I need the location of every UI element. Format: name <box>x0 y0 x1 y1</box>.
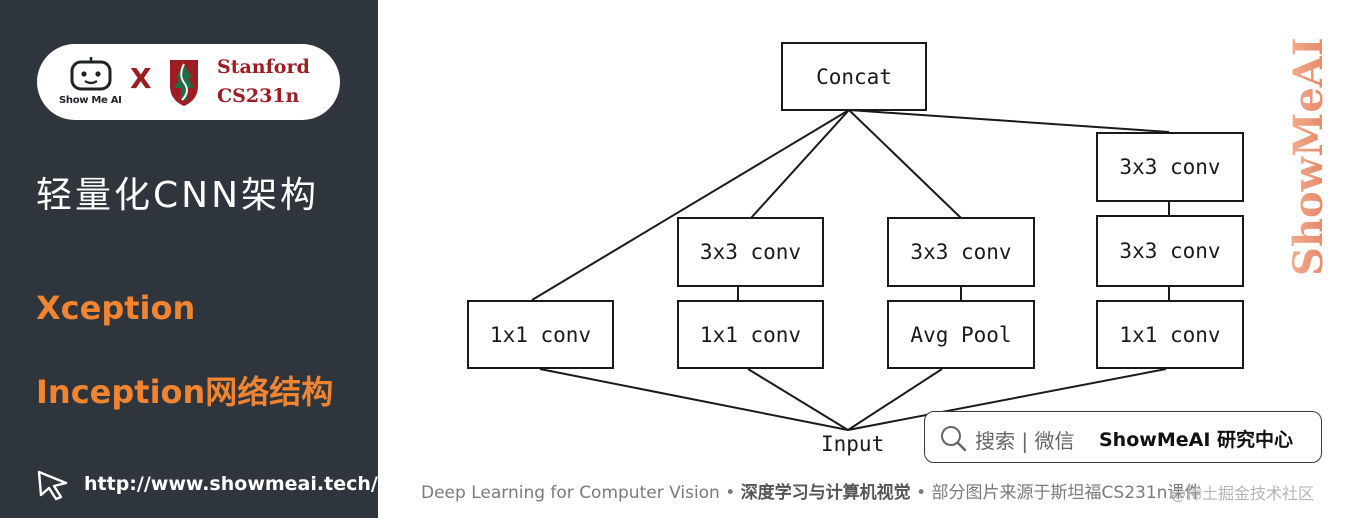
search-brand-label: ShowMeAI 研究中心 <box>1099 429 1293 451</box>
footer-separator: • <box>910 483 932 503</box>
footer-separator: • <box>719 483 741 503</box>
juejin-credit: @稀土掘金技术社区 <box>1170 484 1315 503</box>
inception-diagram <box>531 109 1170 431</box>
node-1x1-conv-a: 1x1 conv <box>467 300 614 369</box>
search-icon <box>941 426 967 452</box>
showmeai-watermark: ShowMeAI <box>1288 38 1332 276</box>
edge-1x1a-input <box>539 368 849 431</box>
topic-xception: Xception <box>36 289 196 327</box>
edge-concat-3x3b <box>750 109 850 219</box>
wechat-search-box[interactable]: 搜索 | 微信 ShowMeAI 研究中心 <box>924 411 1322 463</box>
brand-badge: Show Me AI X Stanford CS231n <box>37 44 340 120</box>
node-3x3-conv-b: 3x3 conv <box>677 217 824 287</box>
node-1x1-conv-b: 1x1 conv <box>677 300 824 369</box>
search-placeholder: 搜索 | 微信 <box>975 429 1075 453</box>
edge-concat-1x1a <box>531 109 850 301</box>
stanford-label: Stanford <box>217 56 310 78</box>
node-3x3-conv-d2: 3x3 conv <box>1096 215 1244 287</box>
node-3x3-conv-d1: 3x3 conv <box>1096 132 1244 202</box>
sidebar-panel: Show Me AI X Stanford CS231n 轻量化CNN架构 Xc… <box>0 0 378 518</box>
section-title: 轻量化CNN架构 <box>36 175 319 216</box>
node-3x3-conv-c: 3x3 conv <box>887 217 1035 287</box>
footer-caption: Deep Learning for Computer Vision • 深度学习… <box>421 478 1201 503</box>
stanford-tree-icon <box>170 60 198 106</box>
footer-source-note: 部分图片来源于斯坦福CS231n课件 <box>931 483 1202 503</box>
edge-1x1d-input <box>847 368 1167 431</box>
topic-inception: Inception网络结构 <box>36 373 334 411</box>
node-concat: Concat <box>781 42 927 111</box>
node-input: Input <box>821 432 885 456</box>
node-avg-pool: Avg Pool <box>887 300 1035 369</box>
edge-1x1b-input <box>747 368 849 431</box>
robot-logo-icon <box>70 57 112 91</box>
course-label: CS231n <box>217 85 300 107</box>
website-link[interactable]: http://www.showmeai.tech/ <box>84 473 378 495</box>
node-1x1-conv-d: 1x1 conv <box>1096 300 1244 369</box>
watermark-text: ShowMeAI <box>1288 38 1332 276</box>
footer-course-en: Deep Learning for Computer Vision <box>421 483 720 503</box>
cursor-icon <box>37 470 68 501</box>
footer-course-cn: 深度学习与计算机视觉 <box>740 483 911 503</box>
edge-avgpool-input <box>847 368 943 431</box>
robot-logo-caption: Show Me AI <box>59 95 122 106</box>
cross-mark: X <box>130 62 152 95</box>
edge-concat-3x3d1 <box>848 109 1170 133</box>
edge-concat-3x3c <box>848 109 962 219</box>
